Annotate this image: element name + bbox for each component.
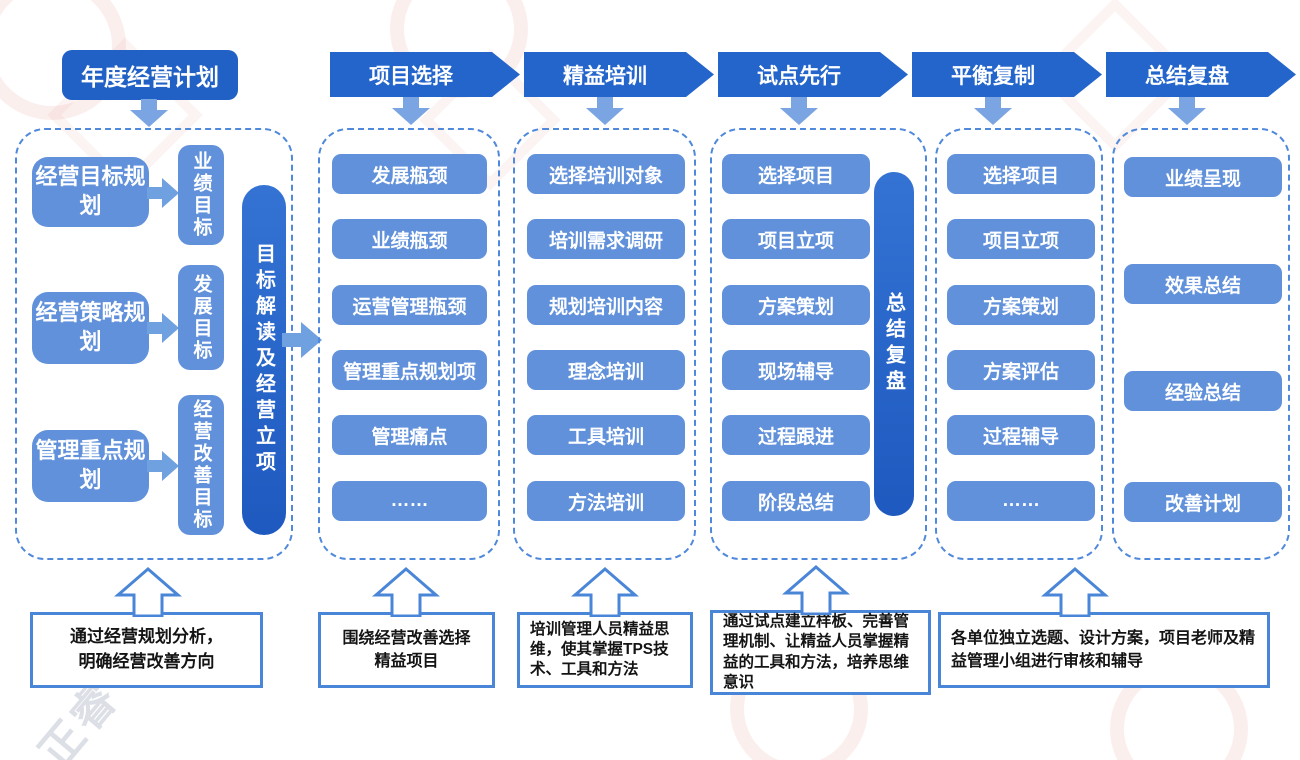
process-item: 过程辅导 xyxy=(947,415,1095,455)
process-item: 阶段总结 xyxy=(722,481,870,521)
down-arrow-icon xyxy=(1168,97,1206,125)
process-item: 管理痛点 xyxy=(332,415,487,455)
process-item: 业绩瓶颈 xyxy=(332,219,487,259)
goal-box-development-target: 发展目标 xyxy=(178,265,224,370)
down-arrow-icon xyxy=(974,97,1012,125)
stage-chevron-summary-review: 总结复盘 xyxy=(1106,52,1296,97)
stage-chevron-lean-training: 精益培训 xyxy=(524,52,714,97)
column-pilot-first: 选择项目 项目立项 方案策划 现场辅导 过程跟进 阶段总结 总结复盘 xyxy=(710,128,927,560)
right-arrow-icon xyxy=(147,178,179,208)
process-item: 现场辅导 xyxy=(722,350,870,390)
note-planning-analysis: 通过经营规划分析， 明确经营改善方向 xyxy=(30,612,263,688)
stage-chevron-pilot-first: 试点先行 xyxy=(718,52,908,97)
plan-box-business-goal: 经营目标规划 xyxy=(32,157,149,227)
goal-box-performance-target: 业绩目标 xyxy=(178,145,224,245)
process-item: 选择项目 xyxy=(722,154,870,194)
process-item: 改善计划 xyxy=(1124,482,1282,522)
process-item: 方案策划 xyxy=(722,285,870,325)
up-arrow-icon xyxy=(371,567,441,617)
note-project-selection: 围绕经营改善选择 精益项目 xyxy=(318,612,495,688)
process-item: 管理重点规划项 xyxy=(332,350,487,390)
up-arrow-icon xyxy=(1040,567,1110,617)
stage-chevron-balanced-replication: 平衡复制 xyxy=(912,52,1102,97)
process-item: 业绩呈现 xyxy=(1124,157,1282,197)
process-item: 培训需求调研 xyxy=(527,219,685,259)
process-item: 理念培训 xyxy=(527,350,685,390)
process-item: …… xyxy=(947,481,1095,521)
vertical-bar-summary-review: 总结复盘 xyxy=(874,172,914,516)
column-lean-training: 选择培训对象 培训需求调研 规划培训内容 理念培训 工具培训 方法培训 xyxy=(513,128,696,560)
right-arrow-icon xyxy=(147,451,179,481)
process-item: 规划培训内容 xyxy=(527,285,685,325)
down-arrow-icon xyxy=(780,97,818,125)
plan-box-business-strategy: 经营策略规划 xyxy=(32,292,149,364)
down-arrow-icon xyxy=(586,97,624,125)
goal-box-improvement-target: 经营改善目标 xyxy=(178,395,224,535)
stage-chevron-project-selection: 项目选择 xyxy=(330,52,520,97)
process-item: 过程跟进 xyxy=(722,415,870,455)
note-lean-training: 培训管理人员精益思维，使其掌握TPS技术、工具和方法 xyxy=(517,612,693,688)
right-arrow-icon xyxy=(282,322,322,358)
up-arrow-icon xyxy=(570,567,640,617)
note-balanced-replication: 各单位独立选题、设计方案，项目老师及精益管理小组进行审核和辅导 xyxy=(938,612,1270,688)
column-annual-planning: 经营目标规划 业绩目标 经营策略规划 发展目标 管理重点规划 经营改善目标 目标… xyxy=(15,128,293,560)
process-item: 方法培训 xyxy=(527,481,685,521)
process-item: 选择项目 xyxy=(947,154,1095,194)
process-item: …… xyxy=(332,481,487,521)
process-item: 工具培训 xyxy=(527,415,685,455)
process-item: 项目立项 xyxy=(722,219,870,259)
process-item: 项目立项 xyxy=(947,219,1095,259)
vertical-bar-goal-interpretation: 目标解读及经营立项 xyxy=(242,185,286,535)
up-arrow-icon xyxy=(113,567,183,617)
plan-box-management-focus: 管理重点规划 xyxy=(32,430,149,502)
annual-business-plan-title: 年度经营计划 xyxy=(62,50,238,100)
down-arrow-icon xyxy=(130,99,168,127)
up-arrow-icon xyxy=(781,565,851,615)
column-balanced-replication: 选择项目 项目立项 方案策划 方案评估 过程辅导 …… xyxy=(935,128,1103,560)
process-item: 运营管理瓶颈 xyxy=(332,285,487,325)
right-arrow-icon xyxy=(147,313,179,343)
process-item: 选择培训对象 xyxy=(527,154,685,194)
process-item: 效果总结 xyxy=(1124,264,1282,304)
process-item: 经验总结 xyxy=(1124,371,1282,411)
note-pilot-first: 通过试点建立样板、完善管理机制、让精益人员掌握精益的工具和方法，培养思维意识 xyxy=(710,610,931,695)
down-arrow-icon xyxy=(392,97,430,125)
process-item: 方案策划 xyxy=(947,285,1095,325)
process-item: 发展瓶颈 xyxy=(332,154,487,194)
process-item: 方案评估 xyxy=(947,350,1095,390)
column-summary-review: 业绩呈现 效果总结 经验总结 改善计划 xyxy=(1112,128,1290,560)
column-project-selection: 发展瓶颈 业绩瓶颈 运营管理瓶颈 管理重点规划项 管理痛点 …… xyxy=(318,128,500,560)
